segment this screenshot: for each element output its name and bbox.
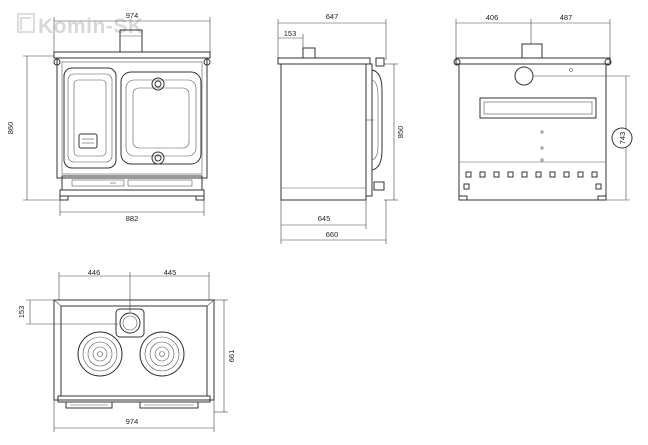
top-depth-label: 661 bbox=[227, 350, 236, 363]
front-height-label: 860 bbox=[6, 122, 15, 135]
top-flue-offset-label: 153 bbox=[17, 306, 26, 319]
rear-vent-row bbox=[463, 171, 602, 190]
front-width-top-label: 974 bbox=[126, 11, 139, 20]
side-view: 647 153 850 645 660 bbox=[277, 12, 405, 244]
watermark-logo: Komin-SK bbox=[17, 13, 143, 38]
side-depth-body-label: 645 bbox=[318, 214, 331, 223]
top-view: 446 445 153 bbox=[17, 268, 236, 432]
side-depth-total-label: 660 bbox=[326, 230, 339, 239]
side-height-label: 850 bbox=[396, 126, 405, 139]
cooking-ring-left bbox=[77, 331, 123, 377]
cooking-ring-right bbox=[139, 331, 185, 377]
front-width-bottom-label: 882 bbox=[126, 214, 139, 223]
top-left-part-label: 446 bbox=[88, 268, 101, 277]
top-width-label: 974 bbox=[126, 417, 139, 426]
rear-view: 406 487 bbox=[453, 13, 633, 201]
rear-left-part-label: 406 bbox=[486, 13, 499, 22]
rear-flue-height-label: 743 bbox=[618, 132, 627, 145]
rear-right-part-label: 487 bbox=[560, 13, 573, 22]
top-right-part-label: 445 bbox=[164, 268, 177, 277]
front-view: 974 860 882 bbox=[6, 11, 211, 223]
side-flue-offset-label: 153 bbox=[284, 29, 297, 38]
side-depth-top-label: 647 bbox=[326, 12, 339, 21]
